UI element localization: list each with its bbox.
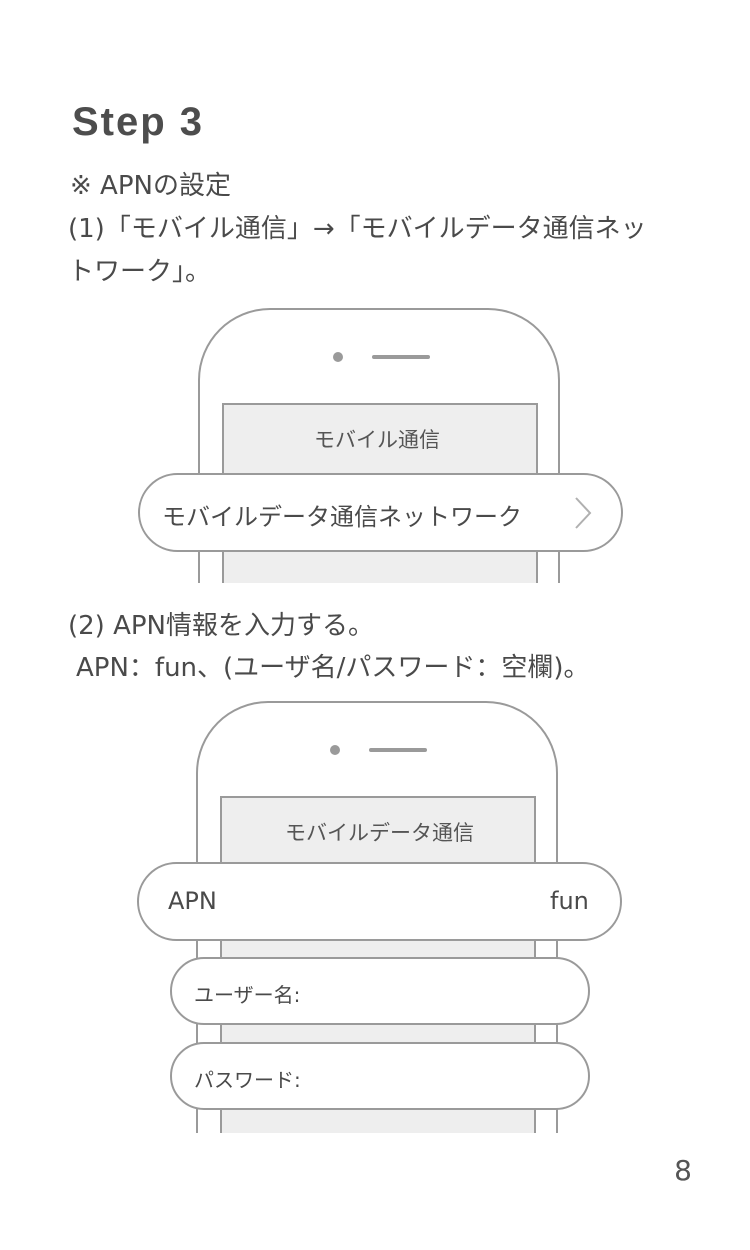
mobile-data-network-item[interactable]	[138, 473, 623, 552]
password-label: パスワード:	[194, 1068, 301, 1092]
phone-camera-icon	[330, 745, 340, 755]
chevron-right-icon	[575, 497, 592, 529]
page-number: 8	[674, 1154, 692, 1187]
instruction-2-line-1: (2) APN情報を入力する。	[68, 611, 375, 641]
instruction-2-line-2: APN：fun、(ユーザ名/パスワード：空欄)。	[76, 653, 590, 683]
screen-title-mobile: モバイル通信	[314, 428, 440, 452]
phone-speaker-icon	[369, 748, 427, 752]
screen-title-mobile-data: モバイルデータ通信	[285, 821, 474, 845]
apn-field[interactable]	[137, 862, 622, 941]
phone-speaker-icon	[372, 355, 430, 359]
apn-value: fun	[550, 887, 589, 915]
username-label: ユーザー名:	[194, 983, 301, 1007]
mobile-data-network-label: モバイルデータ通信ネットワーク	[162, 503, 522, 531]
password-field[interactable]	[170, 1042, 590, 1110]
apn-label: APN	[168, 887, 217, 915]
step-title: Step 3	[72, 100, 205, 144]
phone-camera-icon	[333, 352, 343, 362]
apn-settings-note: ※ APNの設定	[70, 171, 231, 201]
username-field[interactable]	[170, 957, 590, 1025]
instruction-1-line-2: トワーク」。	[68, 257, 212, 287]
instruction-1-line-1: (1)「モバイル通信」→「モバイルデータ通信ネッ	[68, 214, 647, 244]
